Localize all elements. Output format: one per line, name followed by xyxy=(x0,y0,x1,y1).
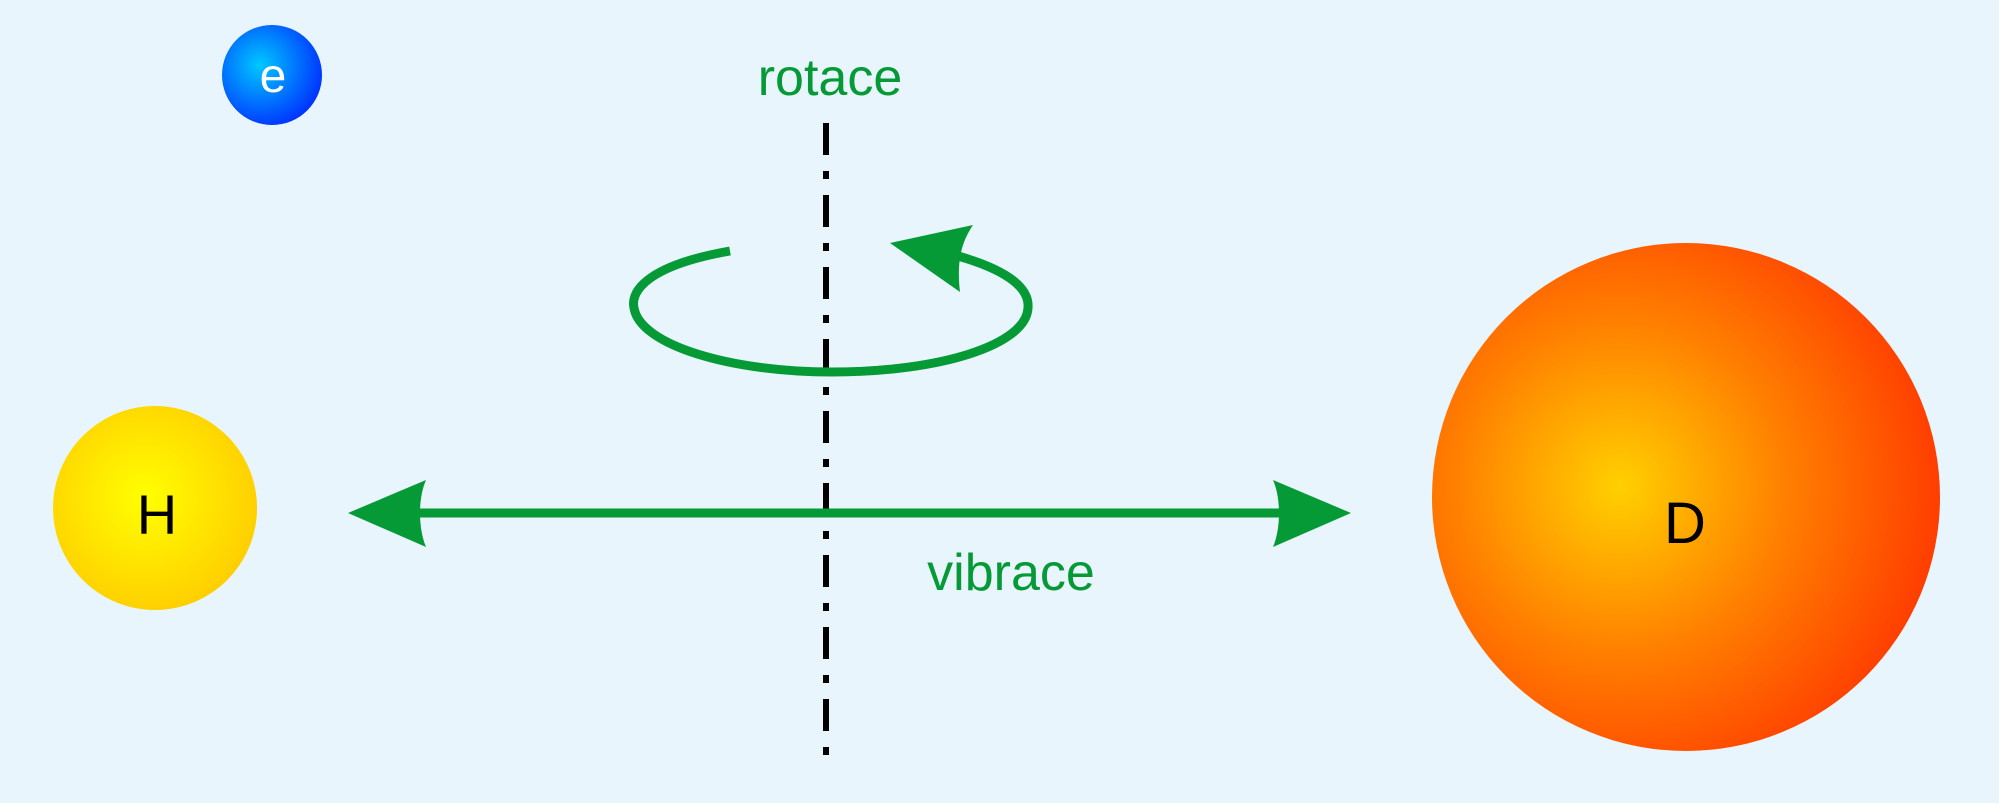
hydrogen-symbol: H xyxy=(137,483,177,546)
hydrogen-sphere xyxy=(53,406,257,610)
electron-symbol: e xyxy=(260,50,287,103)
deuterium-particle: D xyxy=(1432,243,1940,751)
electron-particle: e xyxy=(222,25,322,125)
rotation-arrow xyxy=(629,225,1033,377)
arrow-right-icon xyxy=(1273,480,1351,547)
arrow-left-icon xyxy=(348,480,426,547)
rotation-arrowhead-icon xyxy=(890,225,973,292)
rotation-ellipse xyxy=(629,246,1033,377)
rotation-label: rotace xyxy=(758,49,903,107)
vibration-label: vibrace xyxy=(927,544,1095,602)
hydrogen-particle: H xyxy=(53,406,257,610)
vibration-arrow xyxy=(348,480,1351,547)
deuterium-symbol: D xyxy=(1664,491,1706,556)
deuterium-sphere xyxy=(1432,243,1940,751)
electron-sphere xyxy=(222,25,322,125)
